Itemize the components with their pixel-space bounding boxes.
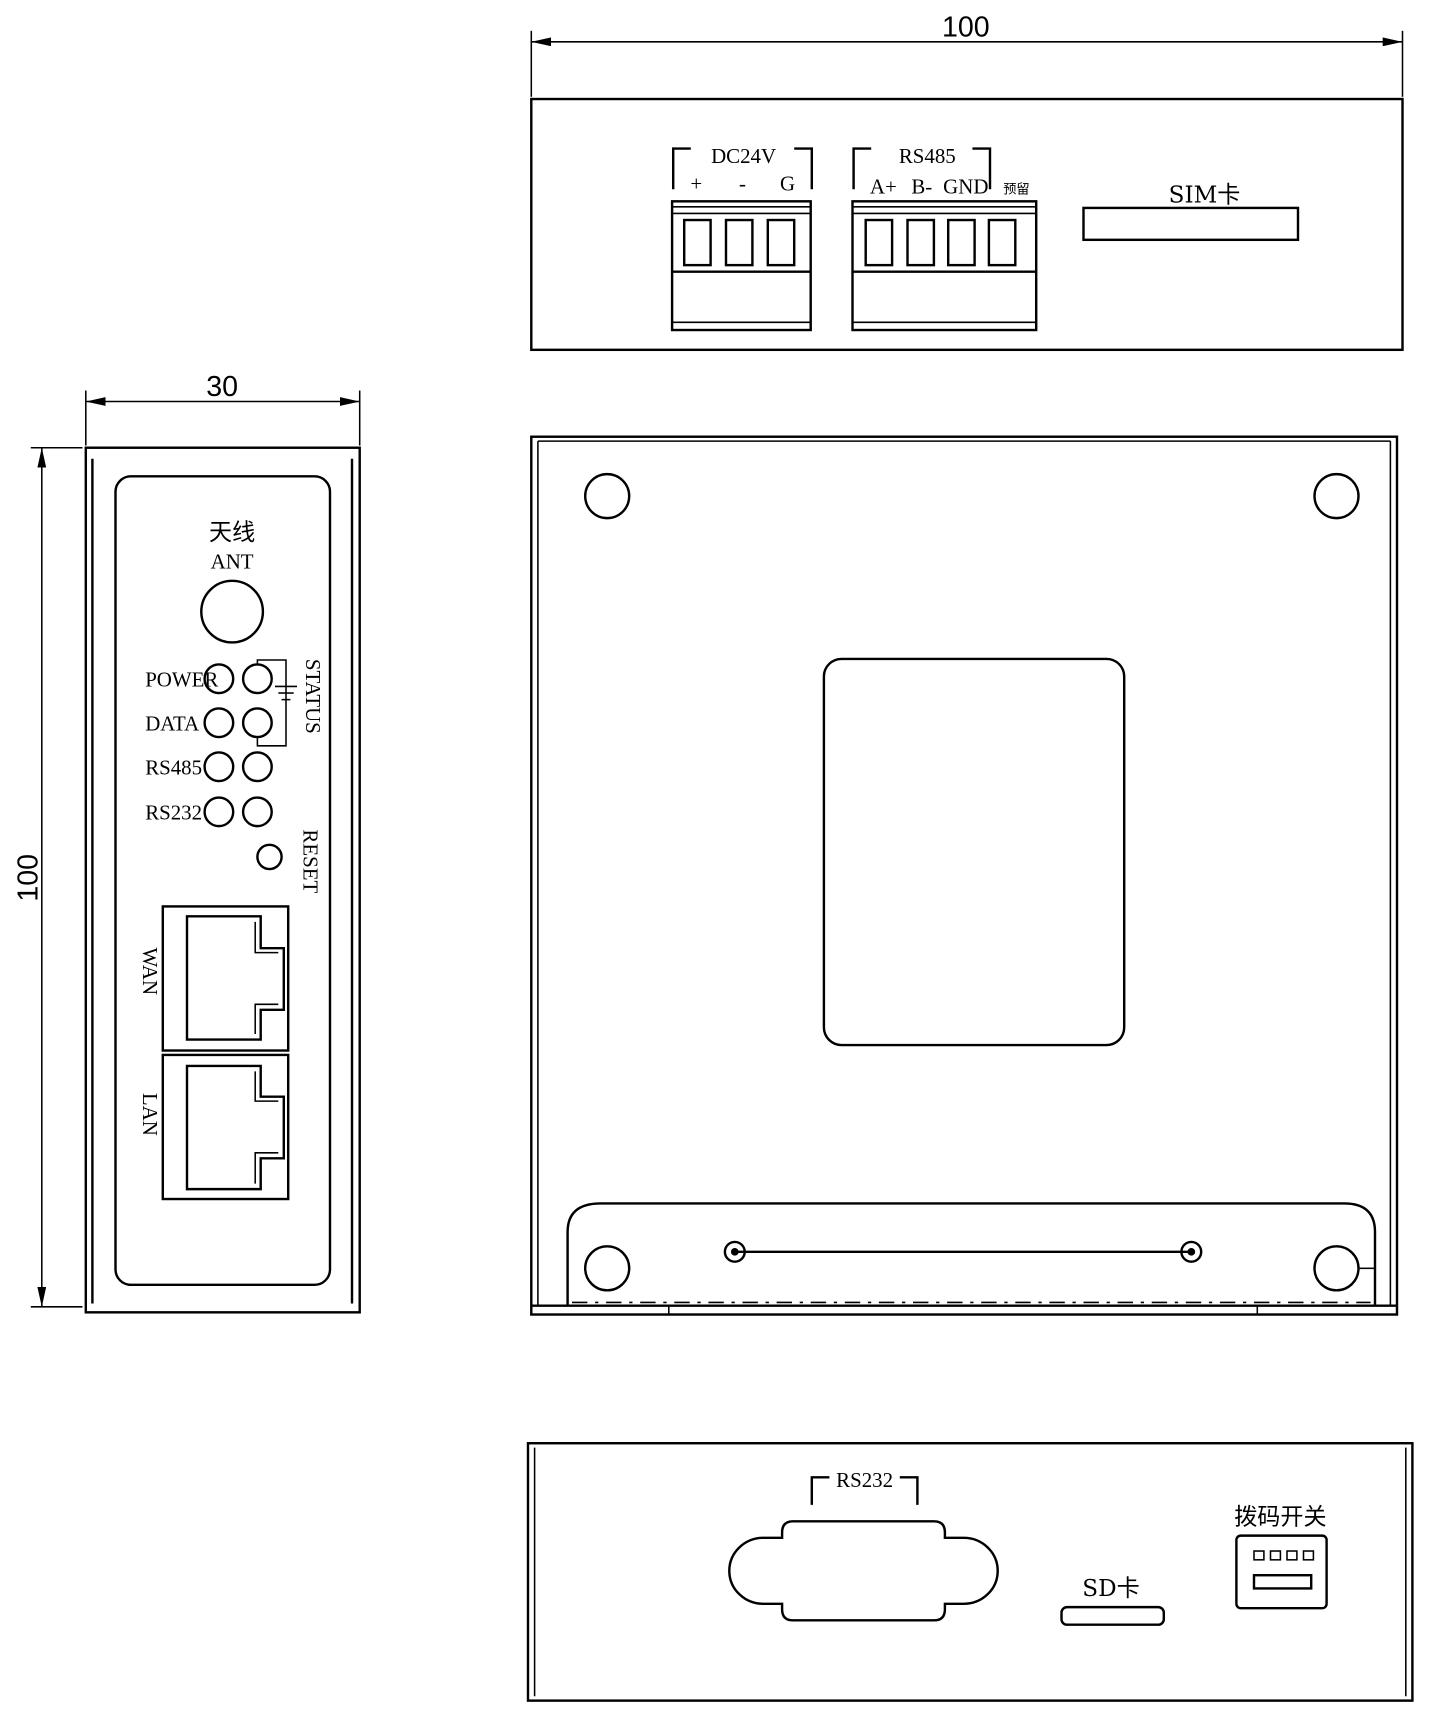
rs485-bracket-left: [852, 147, 872, 190]
rs232-bracket-left: [810, 1476, 830, 1505]
dc24v-screw-hole-1: [682, 218, 712, 267]
led-label-rs485: RS485: [145, 755, 202, 779]
dip-switch-4: [1302, 1550, 1315, 1561]
dc24v-terminal-block: [670, 200, 812, 332]
status-bracket: [256, 659, 297, 747]
rs485-pin-gnd: GND: [943, 175, 988, 199]
dc24v-label: DC24V: [711, 144, 776, 168]
sd-slot-label: SD卡: [1082, 1576, 1139, 1602]
label-area: [822, 657, 1126, 1047]
wan-port: [161, 905, 290, 1052]
dc24v-bracket-right: [794, 147, 814, 190]
led-status-1: [241, 663, 273, 695]
rs485-screw-hole-2: [906, 218, 936, 267]
dip-switch-slider-slot: [1252, 1574, 1313, 1590]
top-width-dimension: 100: [942, 11, 990, 43]
top-view: 100 DC24V + - G RS485 A+ B- GND 预留: [530, 11, 1404, 352]
led-rs232-1: [203, 796, 235, 828]
dip-switch-3: [1286, 1550, 1298, 1561]
antenna-label-cn: 天线: [209, 520, 255, 546]
dc24v-screw-hole-2: [724, 218, 754, 267]
wan-label: WAN: [138, 948, 162, 996]
mounting-hole-bottom-right: [1313, 1245, 1360, 1292]
rs485-terminal-label: RS485: [899, 144, 956, 168]
led-data: [203, 707, 235, 739]
dc24v-pin-minus: -: [739, 171, 746, 195]
dip-switch-label: 拨码开关: [1234, 1505, 1326, 1531]
led-rs485-2: [241, 751, 273, 783]
antenna-connector: [200, 579, 265, 644]
dc24v-pin-ground: G: [780, 171, 795, 195]
rs485-screw-hole-3: [946, 218, 976, 267]
front-panel: [114, 475, 332, 1287]
rs232-connector-label: RS232: [836, 1468, 893, 1492]
rs485-terminal-block: [851, 200, 1038, 332]
rs232-bracket-right: [899, 1476, 919, 1505]
dip-switch-1: [1253, 1550, 1265, 1561]
reset-label: RESET: [299, 829, 323, 893]
sim-slot-label: SIM卡: [1169, 182, 1241, 208]
mounting-hole-bottom-left: [583, 1245, 631, 1292]
antenna-label-en: ANT: [211, 550, 254, 574]
led-rs485-1: [203, 751, 235, 783]
side-height-dimension: 100: [12, 854, 44, 902]
side-width-dimension: 30: [206, 371, 238, 403]
rs485-screw-hole-4: [987, 218, 1017, 267]
rs485-pin-b-minus: B-: [911, 175, 932, 199]
rs485-screw-hole-1: [864, 218, 894, 267]
lan-label: LAN: [138, 1093, 162, 1136]
led-rs232-2: [241, 796, 273, 828]
side-view: 30 100 天线 ANT POWER DATA RS485 RS232: [12, 371, 361, 1314]
din-rail-clip: [566, 1202, 1377, 1306]
sd-slot: [1060, 1605, 1166, 1626]
bottom-view: RS232 SD卡 拨码开关: [526, 1442, 1414, 1702]
led-power: [203, 663, 235, 695]
top-view-housing: [530, 97, 1404, 352]
lan-port: [161, 1053, 290, 1201]
rs485-pin-a-plus: A+: [870, 175, 897, 199]
dip-switch: [1235, 1534, 1328, 1610]
mounting-hole-top-left: [583, 472, 631, 520]
clip-spring-rod: [723, 1240, 1203, 1263]
rs485-bracket-right: [972, 147, 992, 190]
rs232-db9-connector: [728, 1520, 999, 1622]
dc24v-screw-hole-3: [766, 218, 796, 267]
rs485-pin-reserved: 预留: [1003, 182, 1029, 197]
mounting-hole-top-right: [1313, 472, 1360, 520]
dip-switch-2: [1269, 1550, 1282, 1561]
led-label-rs232: RS232: [145, 801, 202, 825]
dc24v-pin-plus: +: [690, 171, 702, 195]
reset-button: [256, 843, 283, 871]
bottom-view-housing: [526, 1442, 1414, 1702]
main-view: [530, 435, 1399, 1316]
status-label: STATUS: [301, 659, 325, 734]
main-view-housing: [530, 435, 1399, 1316]
side-view-housing: [84, 446, 361, 1314]
led-label-data: DATA: [145, 711, 199, 735]
sim-slot: [1082, 206, 1300, 242]
led-status-2: [241, 707, 273, 739]
dc24v-bracket-left: [671, 147, 691, 190]
